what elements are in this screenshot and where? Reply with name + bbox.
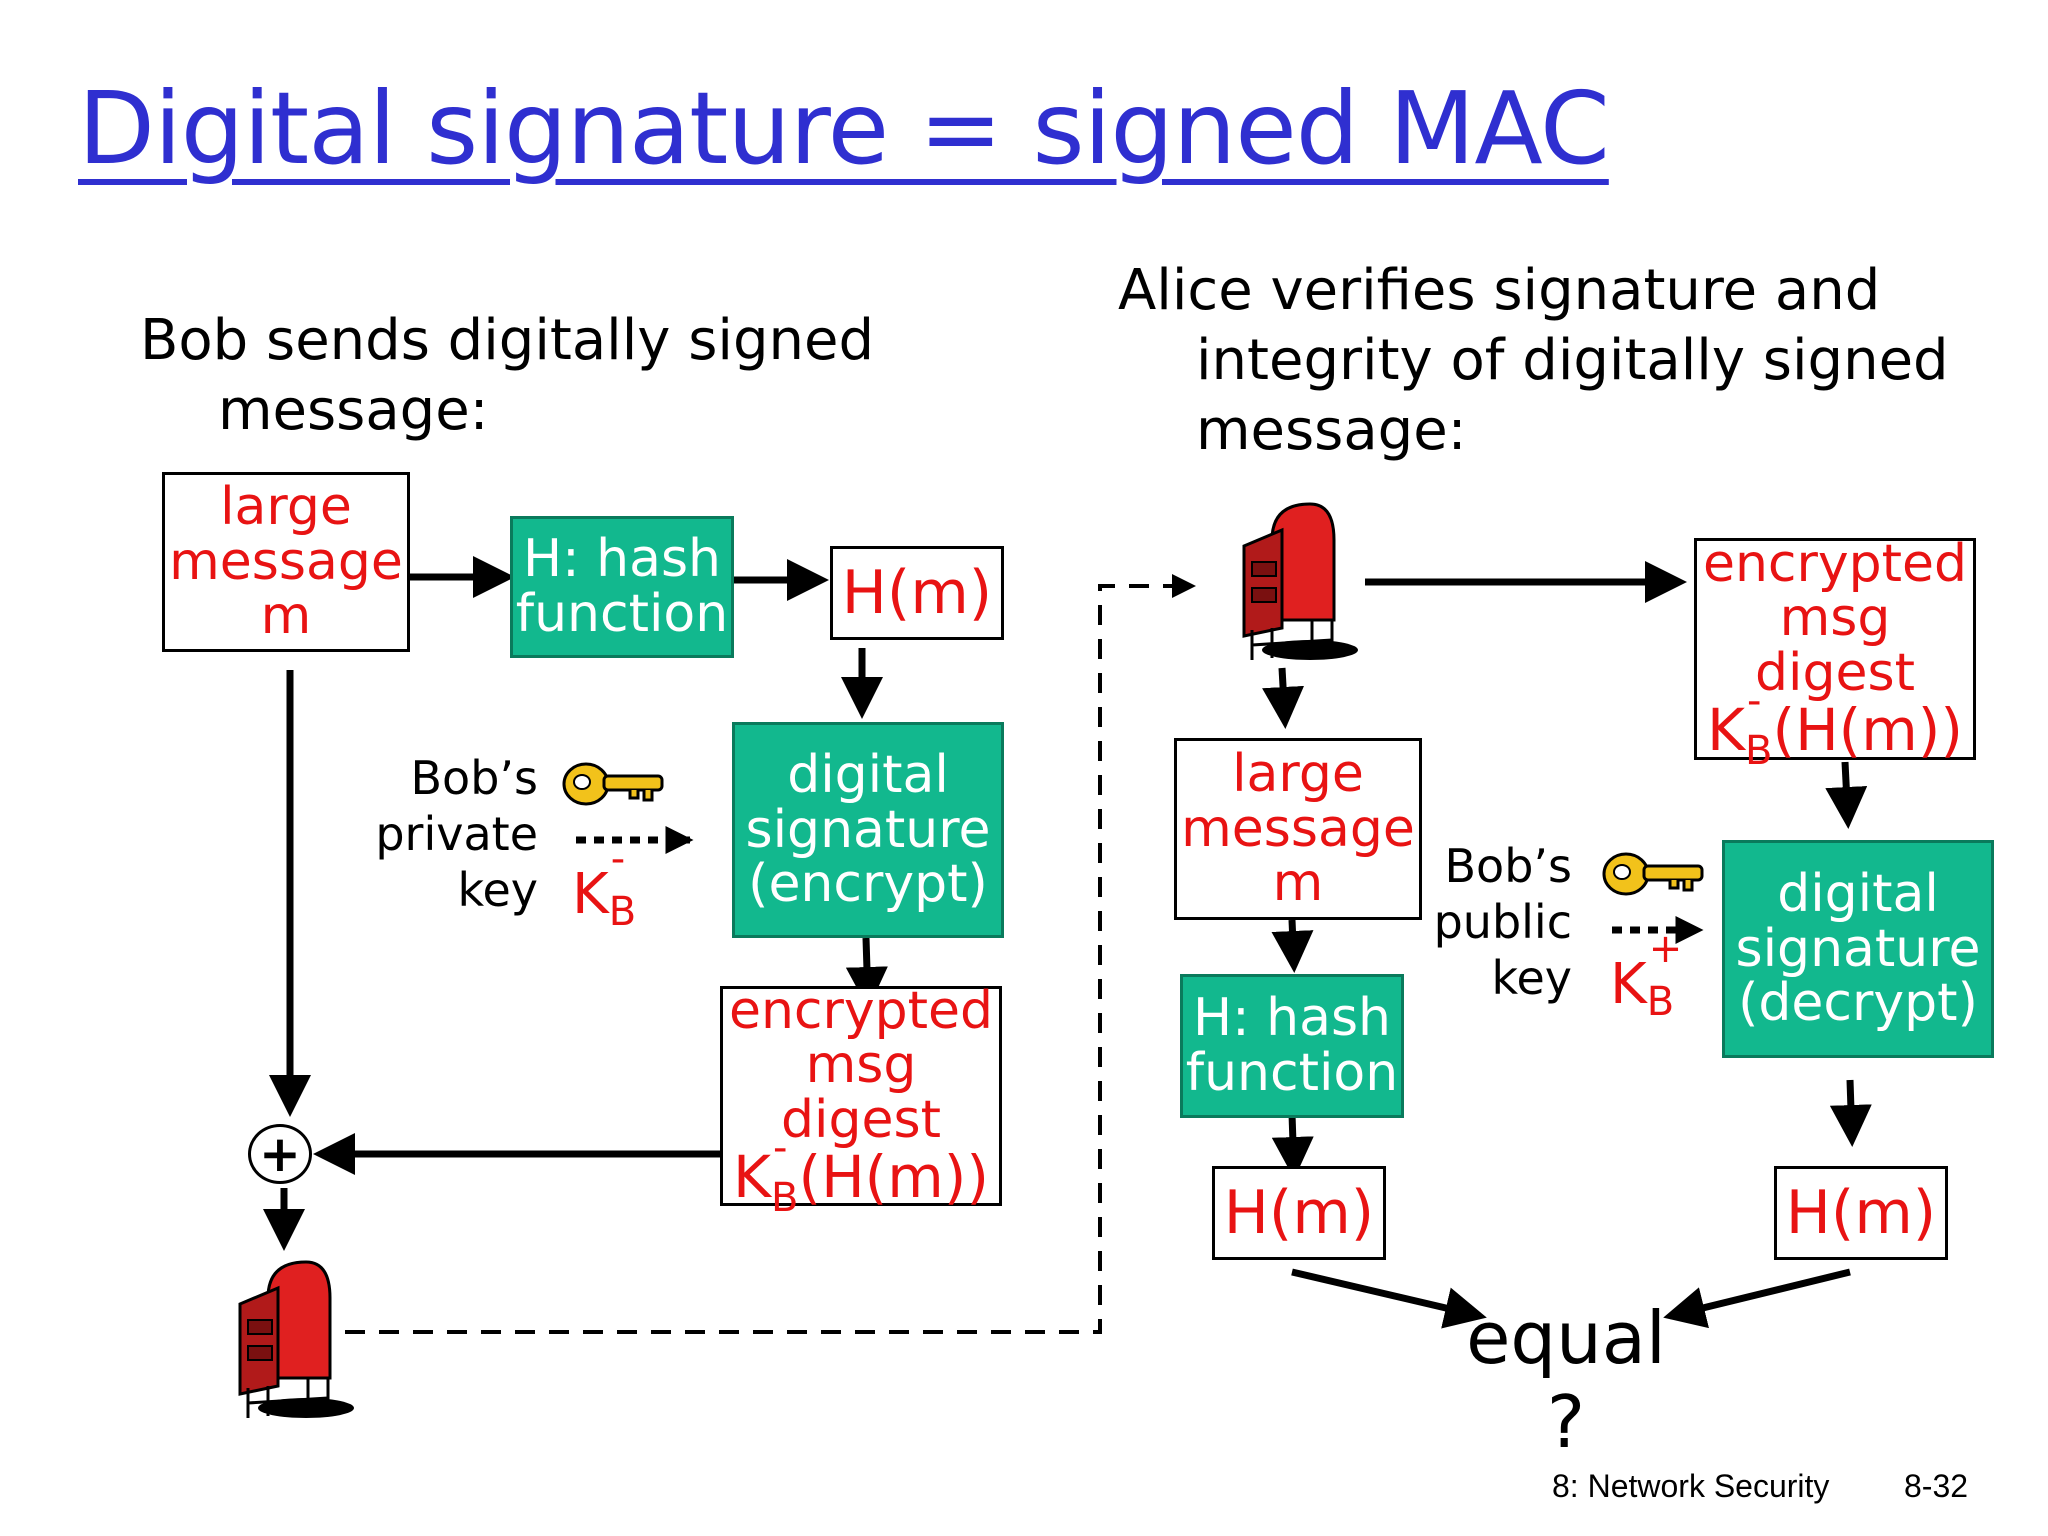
left-key-sup: - [610,836,626,882]
right-caption-line3: message: [1196,398,1467,463]
left-encrypted-digest-box: encrypted msg digest K-B(H(m)) [720,980,1002,1219]
right-hm-right-box: H(m) [1774,1166,1948,1260]
right-key-sup: + [1648,926,1683,972]
right-enc-formula: K-B(H(m)) [1707,680,1963,772]
left-large-message-line3: m [260,586,312,647]
right-key-sub: B [1646,979,1675,1026]
left-enc-formula-sup: - [772,1125,788,1172]
concatenate-plus-icon: + [248,1124,312,1184]
left-private-key-symbol: K- B [572,836,637,936]
left-large-message-line1: large [220,477,352,538]
left-large-message-box: large message m [162,472,410,652]
right-encrypted-digest-box: encrypted msg digest K-B(H(m)) [1694,533,1976,772]
right-sig-line1: digital [1777,864,1939,925]
right-large-message-box: large message m [1174,738,1422,920]
left-key-k: K [572,862,609,927]
left-sig-line3: (encrypt) [748,854,988,915]
left-caption: Bob sends digitally signed message: [140,306,874,446]
right-hash-line2: function [1185,1043,1399,1103]
right-enc-formula-sup: - [1746,678,1762,725]
slide-title: Digital signature = signed MAC [78,70,1610,187]
footer-chapter: 8: Network Security [1552,1468,1830,1504]
footer-page-number: 8-32 [1904,1468,1969,1504]
left-sig-line2: signature [745,799,991,860]
right-caption-line2: integrity of digitally signed [1196,328,1949,393]
right-key-k: K [1610,952,1647,1017]
mailbox-icon [218,1258,368,1428]
right-signature-decrypt-box: digital signature (decrypt) [1722,840,1994,1058]
right-public-key-symbol: K+ B [1610,926,1682,1026]
right-sig-line3: (decrypt) [1738,973,1978,1034]
right-enc-formula-sub: B [1744,728,1773,775]
right-hash-line1: H: hash [1192,988,1392,1049]
right-large-message-line2: message [1181,798,1415,859]
right-key-label-line2: public [1433,895,1572,949]
left-caption-line2: message: [218,378,489,443]
equal-label: equal [1466,1296,1666,1380]
right-key-label-line3: key [1491,951,1572,1005]
left-enc-line1: encrypted [728,980,994,1041]
left-enc-formula-sub: B [770,1175,799,1222]
left-key-label-line1: Bob’s [410,751,539,805]
right-hm-left-box: H(m) [1212,1166,1386,1260]
key-icon [560,756,670,812]
right-enc-formula-k: K [1706,696,1745,765]
left-caption-line1: Bob sends digitally signed [140,308,874,373]
question-mark: ? [1546,1380,1586,1464]
key-icon [1600,846,1710,902]
right-key-label-line1: Bob’s [1444,839,1573,893]
left-large-message-line2: message [169,531,403,592]
right-enc-line2: msg digest [1755,588,1915,703]
left-hash-function-box: H: hash function [510,516,734,658]
left-hm-box: H(m) [830,546,1004,640]
right-key-label: Bob’s public key [1400,838,1572,1006]
right-caption: Alice verifies signature and integrity o… [1118,256,1949,466]
right-enc-line1: encrypted [1702,533,1968,594]
right-caption-line1: Alice verifies signature and [1118,258,1881,323]
mailbox-icon [1222,500,1372,670]
right-large-message-line1: large [1232,744,1364,805]
right-large-message-line3: m [1272,853,1324,914]
left-enc-formula: K-B(H(m)) [733,1127,989,1219]
left-enc-formula-k: K [732,1143,771,1212]
equal-question: equal ? [1460,1296,1672,1464]
left-enc-line2: msg digest [781,1035,941,1150]
left-key-label-line3: key [457,863,538,917]
left-enc-formula-rest: (H(m)) [798,1143,990,1212]
right-enc-formula-rest: (H(m)) [1772,696,1964,765]
left-sig-line1: digital [787,745,949,806]
left-key-label-line2: private [375,807,538,861]
left-key-label: Bob’s private key [360,750,538,918]
left-signature-encrypt-box: digital signature (encrypt) [732,722,1004,938]
right-hash-function-box: H: hash function [1180,974,1404,1118]
left-hash-line1: H: hash [522,529,722,590]
left-hash-line2: function [515,584,729,644]
left-key-sub: B [608,889,637,936]
right-sig-line2: signature [1735,918,1981,979]
